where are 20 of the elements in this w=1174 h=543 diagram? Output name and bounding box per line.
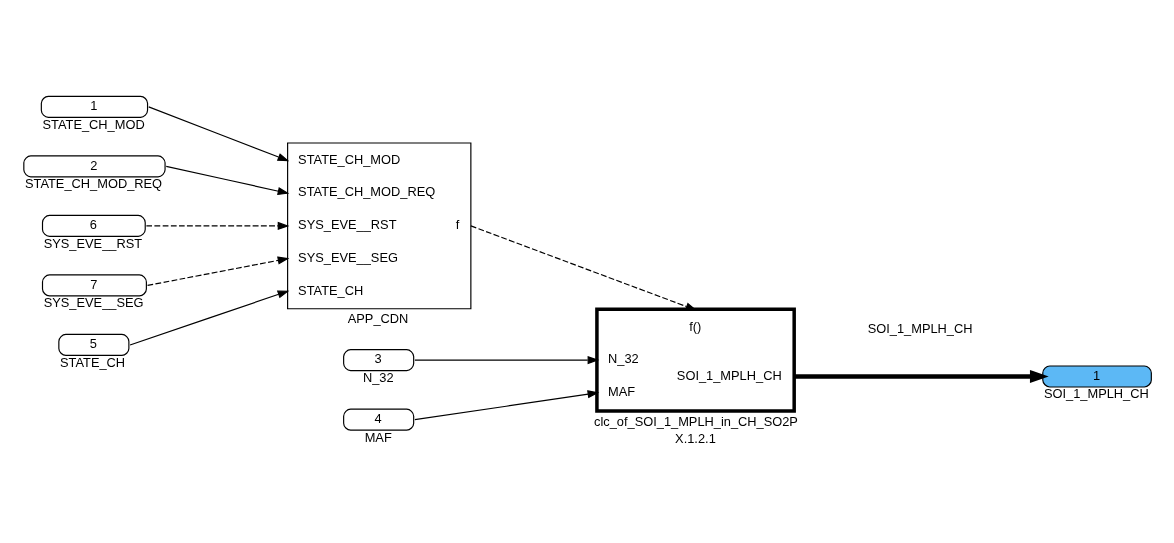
arrow [145, 221, 290, 230]
node-label: STATE_CH_MOD [42, 116, 145, 132]
node-label: APP_CDN [347, 310, 409, 326]
arrow [148, 105, 290, 161]
arrow [793, 369, 1049, 383]
arrow [146, 255, 290, 286]
arrow [129, 290, 290, 346]
arrow [414, 355, 600, 364]
node-label: clc_of_SOI_1_MPLH_in_CH_SO2P [594, 413, 798, 429]
node-label: X.1.2.1 [675, 430, 716, 446]
edge-label: SOI_1_MPLH_CH [867, 320, 973, 336]
arrow [165, 165, 290, 195]
node-label: STATE_CH [60, 354, 126, 370]
node-label: SYS_EVE__RST [43, 235, 143, 251]
node-label: SYS_EVE__SEG [43, 294, 144, 310]
node-label: MAF [364, 429, 392, 445]
node-label: SOI_1_MPLH_CH [1043, 385, 1149, 401]
node-label: N_32 [362, 369, 394, 385]
arrow [414, 389, 600, 420]
node-label: STATE_CH_MOD_REQ [25, 175, 163, 191]
